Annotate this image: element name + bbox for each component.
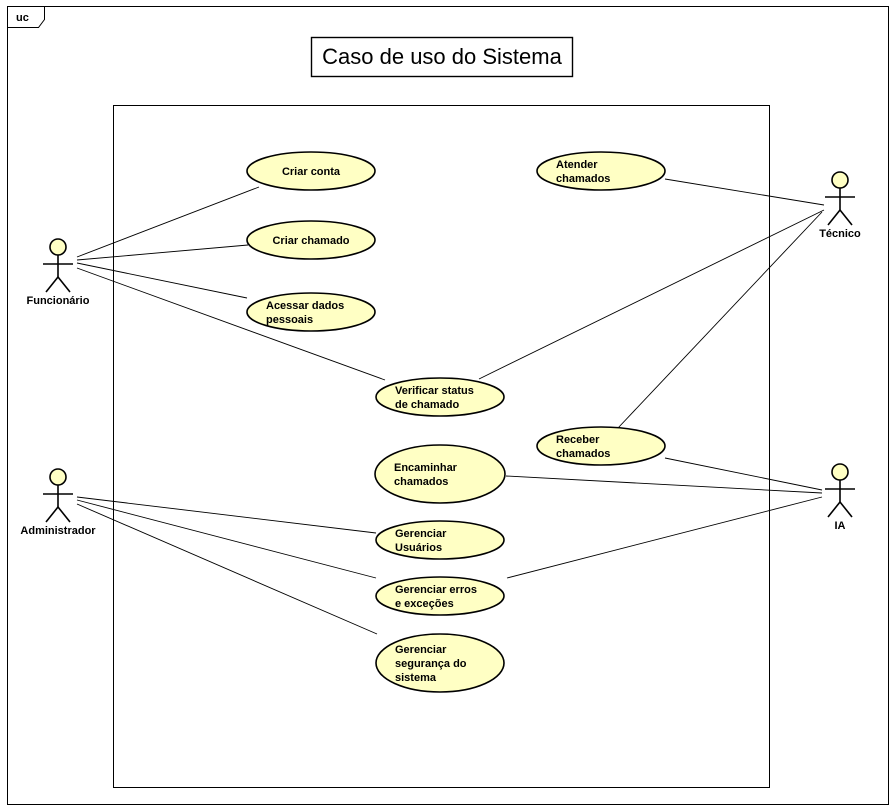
use-case-label-line: segurança do (395, 658, 467, 670)
use-case-ellipse (246, 220, 376, 260)
frame-tag-label: uc (16, 12, 29, 24)
actor-funcionario[interactable]: Funcionário (27, 238, 90, 307)
use-case-ellipse (536, 151, 666, 191)
association-tecnico-verificar-status (478, 209, 825, 380)
association-funcionario-criar-conta (76, 186, 260, 258)
association-ia-encaminhar-chamados (505, 475, 823, 494)
association-ia-gerenciar-erros (506, 496, 823, 579)
use-case-ellipse (375, 633, 505, 693)
use-case-acessar-dados[interactable]: Acessar dados pessoais (246, 292, 376, 332)
association-administrador-gerenciar-erros (76, 499, 377, 579)
actor-right-leg (839, 501, 853, 518)
actor-left-leg (827, 209, 841, 226)
actor-head (831, 171, 849, 189)
actor-left-leg (45, 506, 59, 523)
use-case-ellipse (374, 444, 506, 504)
use-case-label-line: Criar conta (282, 166, 341, 178)
use-case-label-line: pessoais (266, 314, 313, 326)
actor-left-leg (45, 276, 59, 293)
use-case-criar-conta[interactable]: Criar conta (246, 151, 376, 191)
use-case-gerenciar-seguranca[interactable]: Gerenciar segurança do sistema (375, 633, 505, 693)
use-case-ellipse (375, 576, 505, 616)
system-boundary (113, 105, 770, 788)
use-case-label-line: Acessar dados (266, 300, 344, 312)
diagram-title: Caso de uso do Sistema (322, 44, 562, 69)
use-case-gerenciar-erros[interactable]: Gerenciar erros e exceções (375, 576, 505, 616)
use-case-encaminhar-chamados[interactable]: Encaminhar chamados (374, 444, 506, 504)
association-tecnico-atender-chamados (664, 178, 825, 206)
use-case-label-line: de chamado (395, 399, 459, 411)
use-case-label-line: Verificar status (395, 385, 474, 397)
use-case-atender-chamados[interactable]: Atender chamados (536, 151, 666, 191)
actor-right-leg (57, 506, 71, 523)
use-case-label-line: chamados (394, 476, 448, 488)
use-case-ellipse (536, 426, 666, 466)
actor-tecnico[interactable]: Técnico (819, 171, 861, 240)
use-case-label-line: sistema (395, 672, 437, 684)
outer-frame (7, 6, 889, 805)
actor-label: Funcionário (27, 295, 90, 307)
use-case-label-line: Gerenciar (395, 644, 447, 656)
actor-head (49, 238, 67, 256)
association-funcionario-criar-chamado (76, 244, 249, 261)
use-case-label-line: chamados (556, 173, 610, 185)
actor-ia[interactable]: IA (825, 463, 855, 532)
use-case-ellipse (375, 520, 505, 560)
actor-head (49, 468, 67, 486)
association-administrador-gerenciar-seguranca (76, 503, 378, 635)
use-case-receber-chamados[interactable]: Receber chamados (536, 426, 666, 466)
use-case-label-line: Encaminhar (394, 462, 458, 474)
use-case-criar-chamado[interactable]: Criar chamado (246, 220, 376, 260)
use-case-label-line: Criar chamado (272, 235, 349, 247)
use-case-label-line: Receber (556, 434, 600, 446)
diagram-title-box (310, 36, 574, 78)
use-case-label-line: Atender (556, 159, 598, 171)
actor-right-leg (839, 209, 853, 226)
actor-right-leg (57, 276, 71, 293)
use-case-ellipse (246, 151, 376, 191)
use-case-verificar-status[interactable]: Verificar status de chamado (375, 377, 505, 417)
use-case-label-line: e exceções (395, 598, 454, 610)
associations (76, 178, 825, 635)
frame-tag-box (7, 6, 45, 28)
use-case-ellipse (246, 292, 376, 332)
association-tecnico-receber-chamados (617, 211, 823, 429)
actor-label: Administrador (20, 525, 96, 537)
actor-administrador[interactable]: Administrador (20, 468, 96, 537)
association-administrador-gerenciar-usuarios (76, 496, 377, 534)
actor-label: IA (835, 520, 846, 532)
association-funcionario-acessar-dados (76, 262, 248, 299)
use-case-label-line: Usuários (395, 542, 442, 554)
actor-label: Técnico (819, 228, 861, 240)
use-case-ellipse (375, 377, 505, 417)
use-case-label-line: chamados (556, 448, 610, 460)
association-funcionario-verificar-status (76, 267, 386, 381)
association-ia-receber-chamados (664, 457, 823, 491)
actor-head (831, 463, 849, 481)
actor-left-leg (827, 501, 841, 518)
use-case-label-line: Gerenciar erros (395, 584, 477, 596)
use-case-label-line: Gerenciar (395, 528, 447, 540)
